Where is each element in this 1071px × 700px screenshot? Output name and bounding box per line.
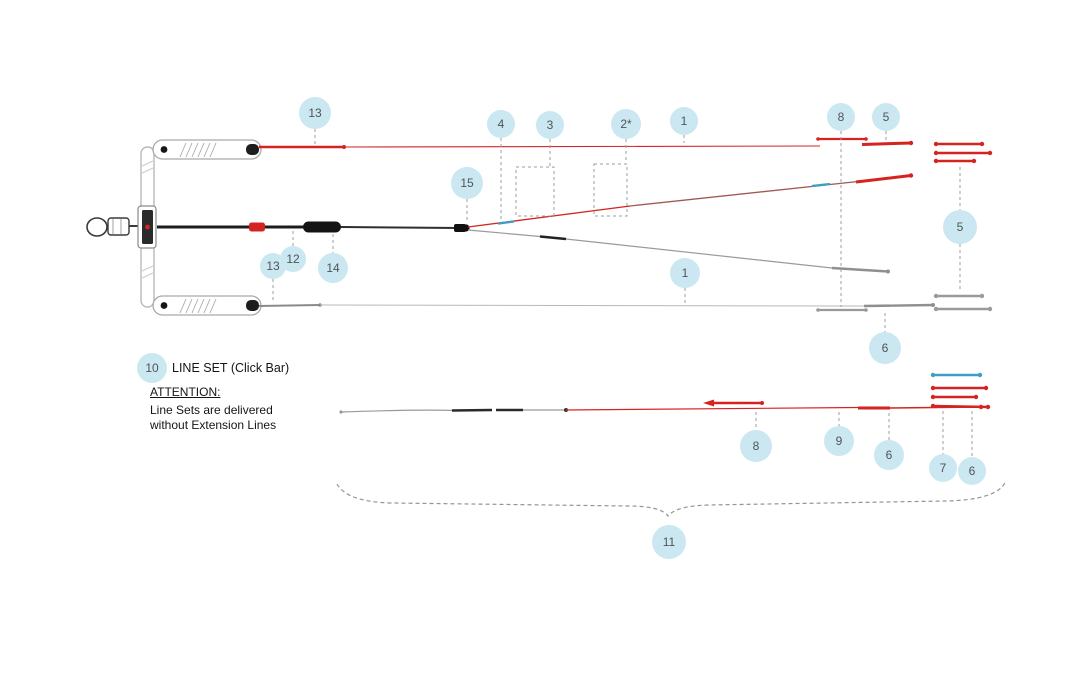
swivel [462, 224, 470, 232]
front-line-top [259, 137, 914, 149]
trim-adjuster [249, 222, 265, 232]
control-bar [86, 139, 262, 316]
callout-10: 10 [137, 353, 167, 383]
legend-part-label: LINE SET (Click Bar) [172, 361, 290, 375]
center-lines [157, 221, 470, 233]
pigtails-top-right [933, 141, 993, 164]
cleat [303, 221, 341, 233]
front-line-diagonal [467, 173, 914, 228]
back-line-bottom [258, 303, 935, 312]
chicken-loop [86, 217, 108, 237]
brace [336, 482, 1006, 517]
leader-lines [272, 129, 973, 457]
group-box-part-3 [515, 166, 555, 217]
attention-line-1: Line Sets are delivered [150, 402, 273, 417]
pigtails-lower-right [930, 372, 991, 410]
quick-release [107, 217, 130, 236]
attention-line-2: without Extension Lines [150, 418, 277, 432]
attention-heading: ATTENTION: [150, 385, 221, 399]
back-line-diagonal [467, 229, 890, 274]
attention-note: ATTENTION: Line Sets are delivered witho… [150, 385, 276, 434]
extension-line [339, 399, 984, 414]
group-box-part-2 [593, 163, 628, 217]
group-boxes [515, 163, 628, 217]
pigtails-bottom-right [933, 293, 993, 312]
